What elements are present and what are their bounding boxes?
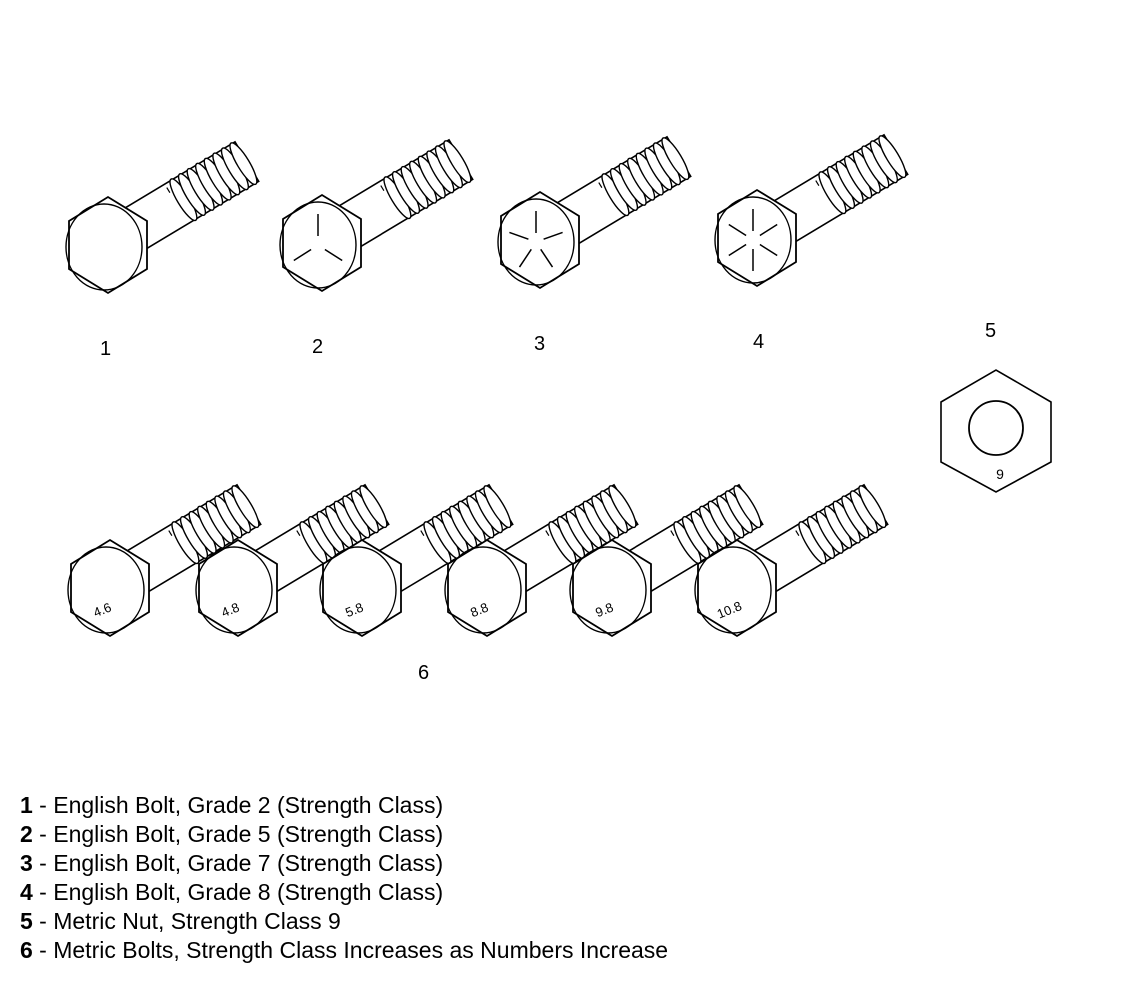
bolt-head-face <box>65 203 143 291</box>
legend-number: 6 <box>20 937 33 963</box>
callout-1: 1 <box>100 338 112 360</box>
english-bolts-group <box>65 133 909 295</box>
strength-class-marking: 4.8 <box>219 599 241 620</box>
callout-6: 6 <box>418 662 430 684</box>
legend-item-5: 5 - Metric Nut, Strength Class 9 <box>20 907 668 936</box>
bolt-head-face <box>694 546 772 634</box>
bolt-head-face <box>195 546 273 634</box>
english-bolt-4 <box>714 133 909 288</box>
english-bolt-1 <box>65 140 260 295</box>
bolt-threads <box>169 142 258 222</box>
bolt-head-hex <box>447 538 527 638</box>
bolt-head-face <box>714 196 792 284</box>
english-bolt-2 <box>279 138 474 293</box>
legend-number: 3 <box>20 850 33 876</box>
metric-bolt-4: 8.8 <box>444 483 639 638</box>
bolt-head-face <box>67 546 145 634</box>
metric-bolt-5: 9.8 <box>569 483 764 638</box>
fastener-diagram: 9 4.6 4.8 5.8 8.8 9.8 10.8 <box>65 133 1052 638</box>
bolt-head-hex <box>198 538 278 638</box>
metric-nut: 9 <box>940 369 1052 493</box>
bolt-head-face <box>444 546 522 634</box>
bolt-head-hex <box>282 193 362 293</box>
bolt-head-hex <box>322 538 402 638</box>
legend-number: 4 <box>20 879 33 905</box>
legend-text: - Metric Bolts, Strength Class Increases… <box>32 937 669 963</box>
bolt-head-face <box>569 546 647 634</box>
metric-bolt-3: 5.8 <box>319 483 514 638</box>
grade-marks <box>509 211 563 268</box>
bolt-head-hex <box>717 188 797 288</box>
callout-4: 4 <box>753 331 765 353</box>
bolt-threads <box>423 485 512 565</box>
english-bolt-3 <box>497 135 692 290</box>
legend-item-6: 6 - Metric Bolts, Strength Class Increas… <box>20 936 668 965</box>
strength-class-marking: 9.8 <box>593 599 615 620</box>
nut-strength-marking: 9 <box>996 466 1004 482</box>
bolt-head-hex <box>68 195 148 295</box>
bolt-threads <box>601 137 690 217</box>
bolt-head-face <box>497 198 575 286</box>
metric-bolts-group: 4.6 4.8 5.8 8.8 9.8 10.8 <box>67 483 889 638</box>
legend-text: - English Bolt, Grade 5 (Strength Class) <box>32 821 444 847</box>
strength-class-marking: 4.6 <box>91 599 113 620</box>
callout-5: 5 <box>985 320 997 342</box>
bolt-threads <box>798 485 887 565</box>
bolt-threads <box>383 140 472 220</box>
legend-item-1: 1 - English Bolt, Grade 2 (Strength Clas… <box>20 791 668 820</box>
nut-bore <box>968 400 1024 456</box>
legend-text: - English Bolt, Grade 8 (Strength Class) <box>32 879 444 905</box>
legend-text: - English Bolt, Grade 7 (Strength Class) <box>32 850 444 876</box>
legend-item-2: 2 - English Bolt, Grade 5 (Strength Clas… <box>20 820 668 849</box>
legend-text: - English Bolt, Grade 2 (Strength Class) <box>32 792 444 818</box>
metric-bolt-6: 10.8 <box>694 483 889 638</box>
legend-item-4: 4 - English Bolt, Grade 8 (Strength Clas… <box>20 878 668 907</box>
bolt-threads <box>299 485 388 565</box>
metric-bolt-2: 4.8 <box>195 483 390 638</box>
bolt-head-hex <box>500 190 580 290</box>
bolt-head-face <box>319 546 397 634</box>
legend-text: - Metric Nut, Strength Class 9 <box>32 908 341 934</box>
metric-bolt-1: 4.6 <box>67 483 262 638</box>
bolt-head-hex <box>697 538 777 638</box>
legend-number: 1 <box>20 792 33 818</box>
bolt-threads <box>548 485 637 565</box>
bolt-head-hex <box>70 538 150 638</box>
strength-class-marking: 5.8 <box>343 599 365 620</box>
grade-marks <box>293 214 343 262</box>
legend-item-3: 3 - English Bolt, Grade 7 (Strength Clas… <box>20 849 668 878</box>
grade-marks <box>728 209 778 271</box>
bolt-head-hex <box>572 538 652 638</box>
bolt-threads <box>818 135 907 215</box>
legend-number: 2 <box>20 821 33 847</box>
bolt-head-face <box>279 201 357 289</box>
strength-class-marking: 8.8 <box>468 599 490 620</box>
callout-2: 2 <box>312 336 324 358</box>
legend: 1 - English Bolt, Grade 2 (Strength Clas… <box>20 791 668 965</box>
legend-number: 5 <box>20 908 33 934</box>
callout-3: 3 <box>534 333 546 355</box>
